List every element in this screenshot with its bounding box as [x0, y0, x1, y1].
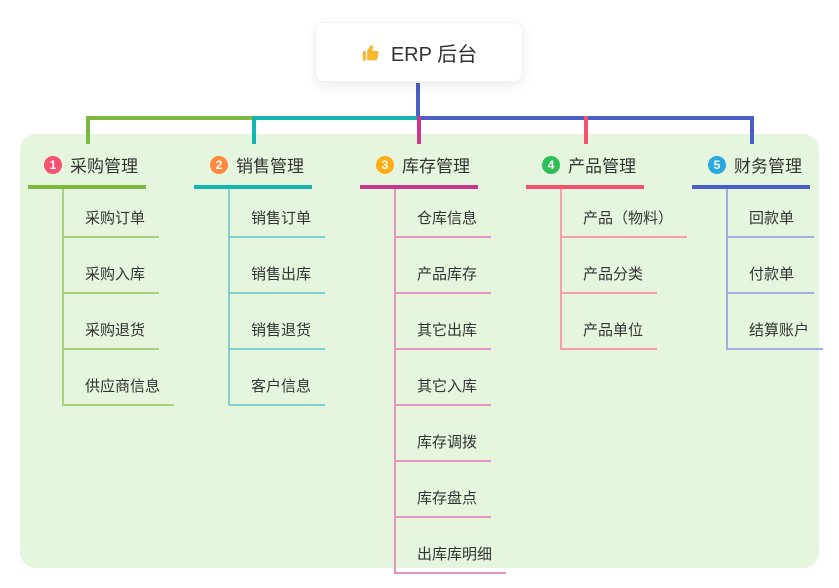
child-node[interactable]: 采购订单: [64, 189, 160, 238]
child-node[interactable]: 出库库明细: [396, 518, 507, 574]
branch-1: 1 采购管理 采购订单采购入库采购退货供应商信息: [28, 146, 175, 406]
branch-children: 销售订单销售出库销售退货客户信息: [228, 189, 326, 406]
branch-number-badge: 2: [210, 155, 228, 174]
branch-title[interactable]: 3 库存管理: [360, 146, 478, 189]
branches-panel: [20, 134, 819, 568]
child-node[interactable]: 供应商信息: [64, 350, 175, 406]
child-node[interactable]: 产品分类: [562, 238, 658, 294]
child-node[interactable]: 库存调拨: [396, 406, 492, 462]
branch-children: 仓库信息产品库存其它出库其它入库库存调拨库存盘点出库库明细: [394, 189, 507, 574]
branch-children: 采购订单采购入库采购退货供应商信息: [62, 189, 175, 406]
branch-drop-line: [252, 116, 256, 144]
branch-2: 2 销售管理 销售订单销售出库销售退货客户信息: [194, 146, 326, 406]
child-node[interactable]: 产品（物料）: [562, 189, 688, 238]
branch-label: 产品管理: [568, 157, 636, 176]
branch-3: 3 库存管理 仓库信息产品库存其它出库其它入库库存调拨库存盘点出库库明细: [360, 146, 507, 574]
root-label: ERP 后台: [390, 43, 478, 66]
child-node[interactable]: 结算账户: [728, 294, 824, 350]
branch-children: 回款单付款单结算账户: [726, 189, 824, 350]
branch-title[interactable]: 4 产品管理: [526, 146, 644, 189]
child-node[interactable]: 采购退货: [64, 294, 160, 350]
child-node[interactable]: 付款单: [728, 238, 814, 294]
bus-segment: [86, 116, 256, 120]
child-node[interactable]: 其它入库: [396, 350, 492, 406]
branch-number-badge: 4: [542, 155, 560, 174]
child-node[interactable]: 产品库存: [396, 238, 492, 294]
branch-number-badge: 1: [44, 155, 62, 174]
branch-label: 财务管理: [734, 157, 802, 176]
branch-drop-line: [584, 116, 588, 144]
branch-label: 库存管理: [402, 157, 470, 176]
root-node[interactable]: ERP 后台: [315, 22, 523, 82]
branch-label: 销售管理: [236, 157, 304, 176]
branch-number-badge: 3: [376, 155, 394, 174]
branch-title[interactable]: 5 财务管理: [692, 146, 810, 189]
branch-drop-line: [417, 116, 421, 144]
root-trunk-line: [416, 83, 420, 120]
branch-label: 采购管理: [70, 157, 138, 176]
branch-title[interactable]: 2 销售管理: [194, 146, 312, 189]
child-node[interactable]: 客户信息: [230, 350, 326, 406]
child-node[interactable]: 销售出库: [230, 238, 326, 294]
branch-5: 5 财务管理 回款单付款单结算账户: [692, 146, 824, 350]
branch-drop-line: [750, 116, 754, 144]
child-node[interactable]: 库存盘点: [396, 462, 492, 518]
child-node[interactable]: 其它出库: [396, 294, 492, 350]
branch-children: 产品（物料）产品分类产品单位: [560, 189, 688, 350]
child-node[interactable]: 销售退货: [230, 294, 326, 350]
child-node[interactable]: 产品单位: [562, 294, 658, 350]
child-node[interactable]: 销售订单: [230, 189, 326, 238]
branch-drop-line: [86, 116, 90, 144]
branch-number-badge: 5: [708, 155, 726, 174]
thumbs-up-icon: [362, 44, 379, 60]
bus-segment: [252, 116, 418, 120]
branch-title[interactable]: 1 采购管理: [28, 146, 146, 189]
child-node[interactable]: 回款单: [728, 189, 814, 238]
branch-4: 4 产品管理 产品（物料）产品分类产品单位: [526, 146, 688, 350]
child-node[interactable]: 采购入库: [64, 238, 160, 294]
child-node[interactable]: 仓库信息: [396, 189, 492, 238]
